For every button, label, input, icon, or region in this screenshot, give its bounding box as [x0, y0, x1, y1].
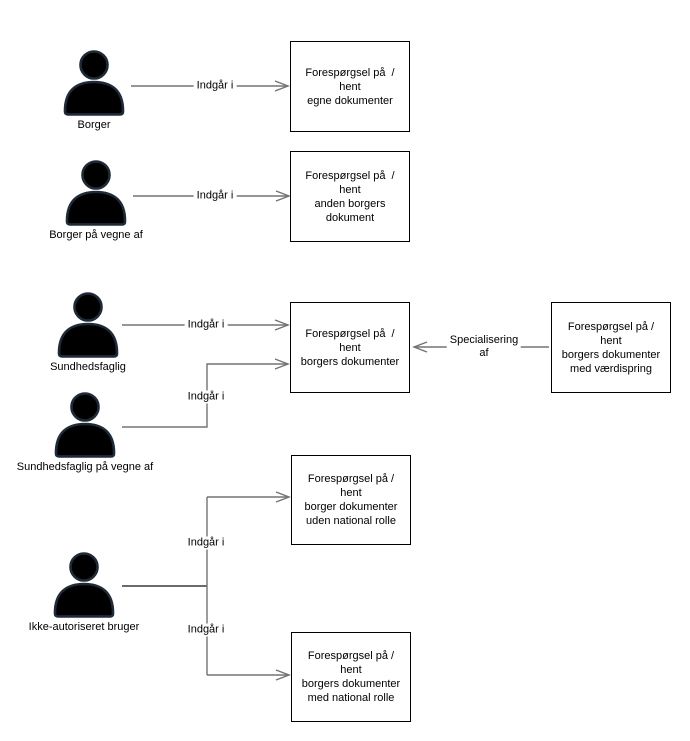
- usecase-text: Forespørgsel på / hent anden borgers dok…: [305, 169, 395, 224]
- usecase-text: Forespørgsel på / hent borgers dokumente…: [561, 320, 661, 375]
- actor-label-borger-pa-vegne-af: Borger på vegne af: [49, 229, 143, 241]
- arrowhead-icon: [275, 190, 291, 202]
- edge-label-indgaar-i-3: Indgår i: [184, 318, 228, 332]
- arrowhead-icon: [412, 341, 428, 353]
- usecase-borgers-dokumenter[interactable]: Forespørgsel på / hent borgers dokumente…: [290, 302, 410, 393]
- actor-label-sundhedsfaglig: Sundhedsfaglig: [50, 361, 126, 373]
- edge-ikke-autoriseret-split: [122, 491, 291, 681]
- person-icon: [53, 552, 115, 618]
- usecase-text: Forespørgsel på / hent borgers dokumente…: [301, 650, 401, 704]
- person-icon: [65, 160, 127, 226]
- actor-ikke-autoriseret-bruger[interactable]: Ikke-autoriseret bruger: [29, 552, 139, 633]
- edge-label-indgaar-i-2: Indgår i: [193, 189, 237, 203]
- arrowhead-icon: [274, 80, 290, 92]
- edge-label-indgaar-i-1: Indgår i: [193, 79, 237, 93]
- arrowhead-icon: [274, 358, 290, 370]
- usecase-egne-dokumenter[interactable]: Forespørgsel på / hent egne dokumenter: [290, 41, 410, 132]
- actor-borger[interactable]: Borger: [61, 50, 127, 131]
- person-icon: [57, 292, 119, 358]
- actor-sundhedsfaglig-pa-vegne-af[interactable]: Sundhedsfaglig på vegne af: [17, 392, 153, 473]
- arrowhead-icon: [274, 319, 290, 331]
- arrowhead-icon: [275, 491, 291, 503]
- edge-label-indgaar-i-5: Indgår i: [184, 536, 228, 550]
- usecase-anden-borgers-dokument[interactable]: Forespørgsel på / hent anden borgers dok…: [290, 151, 410, 242]
- usecase-text: Forespørgsel på / hent egne dokumenter: [305, 66, 395, 107]
- edge-label-indgaar-i-4: Indgår i: [184, 390, 228, 404]
- actor-label-ikke-autoriseret-bruger: Ikke-autoriseret bruger: [28, 621, 140, 633]
- person-icon: [54, 392, 116, 458]
- actor-label-sundhedsfaglig-pa-vegne-af: Sundhedsfaglig på vegne af: [16, 461, 154, 473]
- edge-label-indgaar-i-6: Indgår i: [184, 623, 228, 637]
- usecase-text: Forespørgsel på / hent borgers dokumente…: [300, 327, 400, 368]
- person-icon: [63, 50, 125, 116]
- arrowhead-icon: [275, 669, 291, 681]
- actor-sundhedsfaglig[interactable]: Sundhedsfaglig: [50, 292, 126, 373]
- edge-label-specialisering-af: Specialisering af: [446, 334, 522, 360]
- usecase-borger-dokumenter-uden-national-rolle[interactable]: Forespørgsel på / hent borger dokumenter…: [291, 455, 411, 545]
- usecase-borgers-dokumenter-med-vaerdispring[interactable]: Forespørgsel på / hent borgers dokumente…: [551, 302, 671, 393]
- usecase-borgers-dokumenter-med-national-rolle[interactable]: Forespørgsel på / hent borgers dokumente…: [291, 632, 411, 722]
- actor-borger-pa-vegne-af[interactable]: Borger på vegne af: [49, 160, 143, 241]
- usecase-text: Forespørgsel på / hent borger dokumenter…: [304, 473, 398, 527]
- actor-label-borger: Borger: [77, 119, 111, 131]
